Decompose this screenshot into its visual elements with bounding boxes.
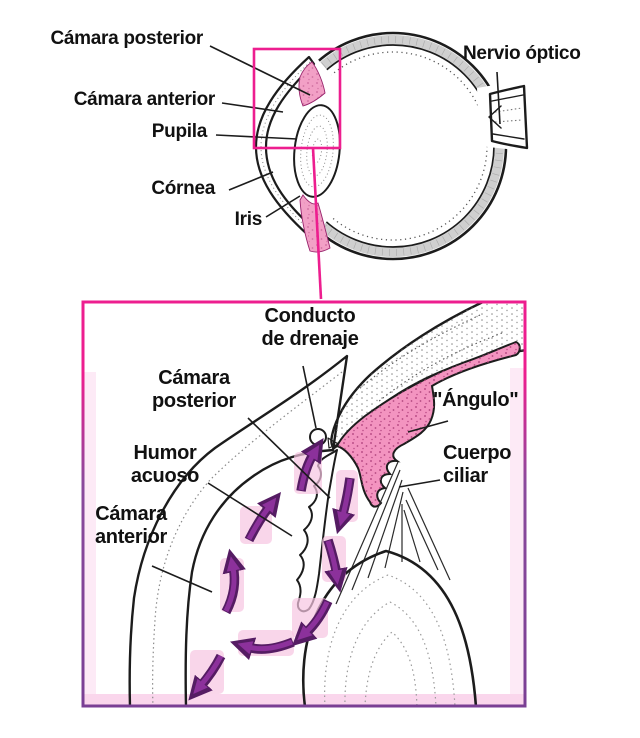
label-detail-camara-posterior: Cámara posterior <box>152 367 236 412</box>
arrow-posterior-2 <box>323 538 348 593</box>
zoom-connector-line <box>311 147 323 300</box>
detail-panel-content <box>83 302 525 706</box>
arrow-through-pupil <box>291 598 333 647</box>
arrow-posterior-1 <box>332 477 356 535</box>
label-cornea: Córnea <box>151 178 215 199</box>
label-iris: Iris <box>234 209 263 230</box>
overview-iris-ciliary <box>298 61 331 253</box>
label-angulo: "Ángulo" <box>433 389 519 411</box>
overview-eye <box>209 31 535 300</box>
label-nervio-optico: Nervio óptico <box>463 43 581 64</box>
label-camara-posterior: Cámara posterior <box>50 28 203 49</box>
label-humor-acuoso: Humor acuoso <box>130 442 200 487</box>
arrow-anterior-up <box>221 548 246 615</box>
flow-arrows <box>188 438 356 701</box>
detail-ciliary-body <box>335 340 521 508</box>
label-camara-anterior: Cámara anterior <box>73 89 216 110</box>
label-cuerpo-ciliar: Cuerpo ciliar <box>443 442 512 487</box>
arrow-up-iris <box>244 491 282 543</box>
label-pupila: Pupila <box>151 121 208 142</box>
arrow-down-left <box>188 653 226 701</box>
arrow-to-canal <box>296 438 324 492</box>
detail-leader-lines <box>151 365 449 593</box>
detail-panel-border <box>81 300 527 708</box>
zoom-region-rect <box>252 47 342 150</box>
detail-cornea <box>128 354 349 706</box>
optic-nerve <box>477 78 535 152</box>
label-conducto-drenaje: Conducto de drenaje <box>261 305 359 350</box>
label-detail-camara-anterior: Cámara anterior <box>94 503 168 548</box>
arrow-left <box>230 637 295 661</box>
detail-lens <box>301 549 478 706</box>
overview-leader-lines <box>209 45 501 218</box>
